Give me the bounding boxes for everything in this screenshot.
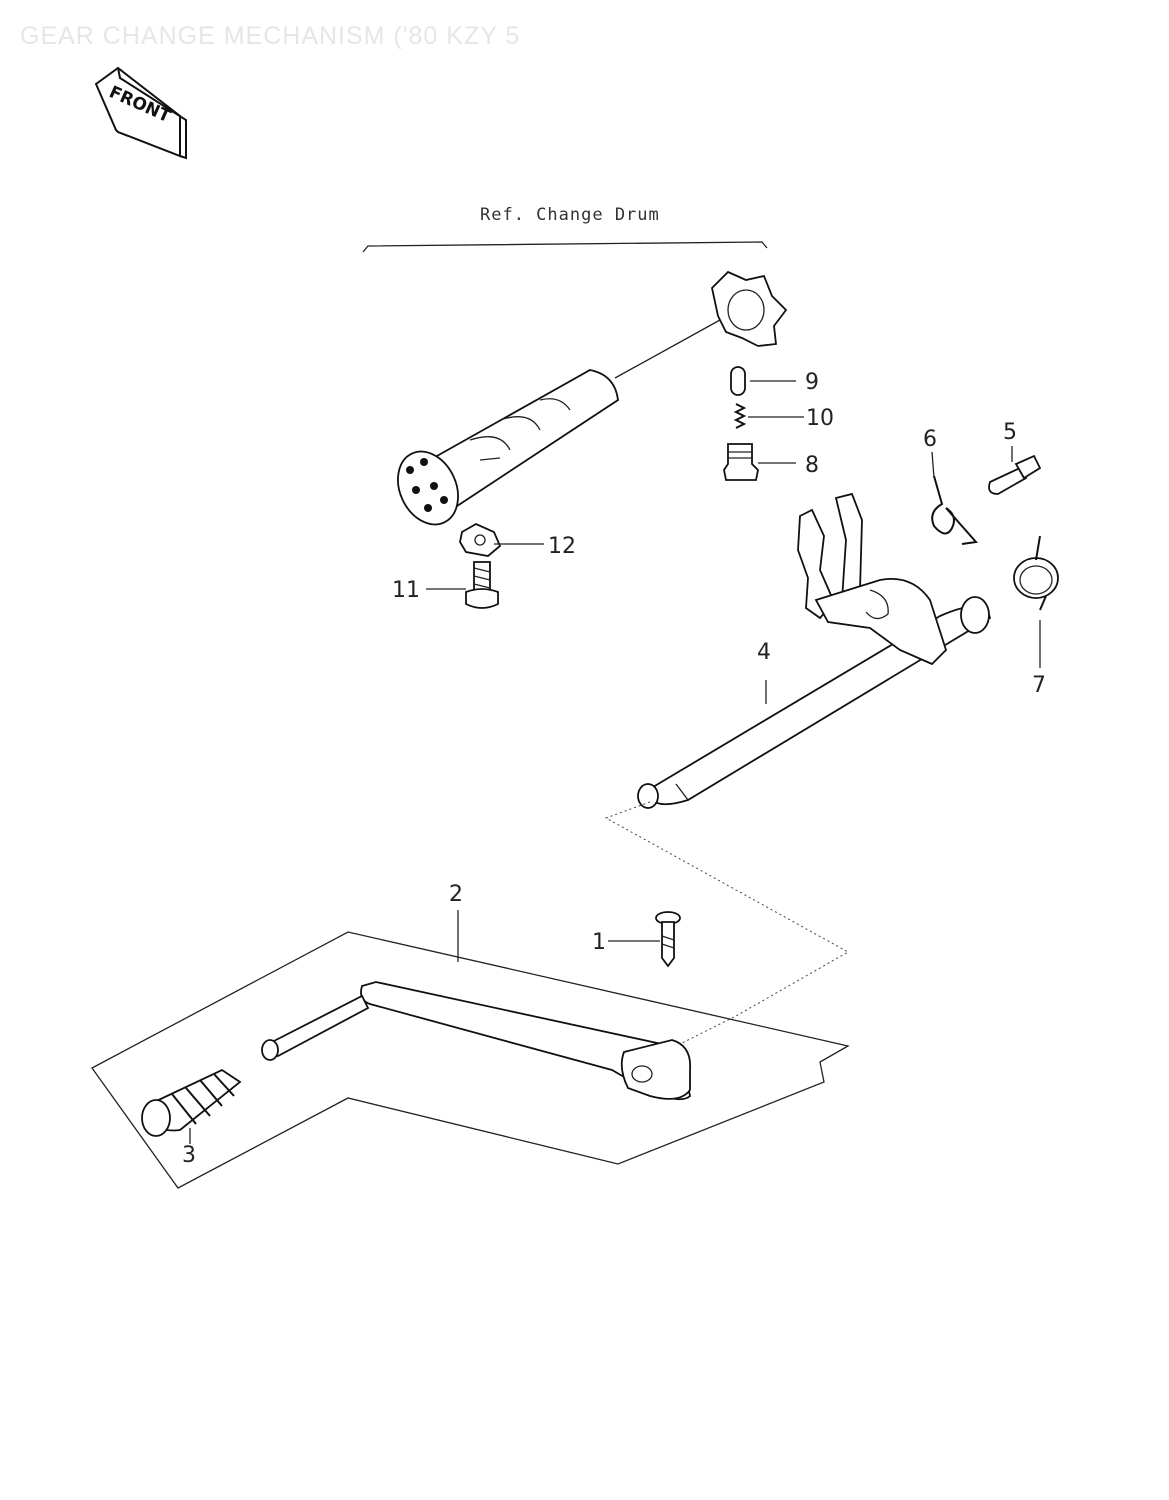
callout-11: 11 (392, 578, 420, 603)
front-arrow-icon: FRONT (94, 66, 187, 160)
drum-star-cam (711, 270, 788, 347)
callout-12: 12 (548, 534, 576, 559)
callout-5: 5 (1003, 420, 1017, 445)
change-drum (397, 319, 721, 526)
callout-10: 10 (806, 406, 834, 431)
plug-bolt-8 (723, 443, 759, 481)
callout-8: 8 (805, 453, 819, 478)
reference-bracket: Ref. Change Drum (362, 205, 768, 253)
callout-9: 9 (805, 370, 819, 395)
footpeg-rubber-3 (141, 1068, 242, 1137)
front-badge-text: FRONT (106, 82, 174, 127)
callout-3: 3 (182, 1143, 196, 1168)
callout-labels: 9 10 8 12 11 4 6 5 7 2 1 3 (182, 370, 1046, 1168)
collar-bolt-5 (988, 454, 1042, 495)
pin-9 (730, 366, 746, 396)
assembly-line (604, 801, 850, 1047)
callout-1: 1 (592, 930, 606, 955)
page-title: GEAR CHANGE MECHANISM ('80 KZY 5 (20, 22, 521, 50)
spring-10 (733, 403, 747, 429)
callout-4: 4 (757, 640, 771, 665)
reference-label: Ref. Change Drum (480, 205, 660, 225)
bolt-1 (655, 911, 681, 968)
stopper-12 (459, 522, 502, 557)
leader-lines (189, 380, 1041, 1144)
callout-2: 2 (449, 882, 463, 907)
return-spring-6 (931, 475, 978, 545)
callout-7: 7 (1032, 673, 1046, 698)
sub-assembly-outline (91, 931, 850, 1189)
shift-fork-arm (797, 492, 948, 666)
screw-11 (465, 561, 499, 609)
callout-6: 6 (923, 427, 937, 452)
shift-pedal-2 (261, 981, 692, 1101)
shift-shaft-4 (637, 596, 992, 809)
spring-7 (1013, 535, 1059, 611)
